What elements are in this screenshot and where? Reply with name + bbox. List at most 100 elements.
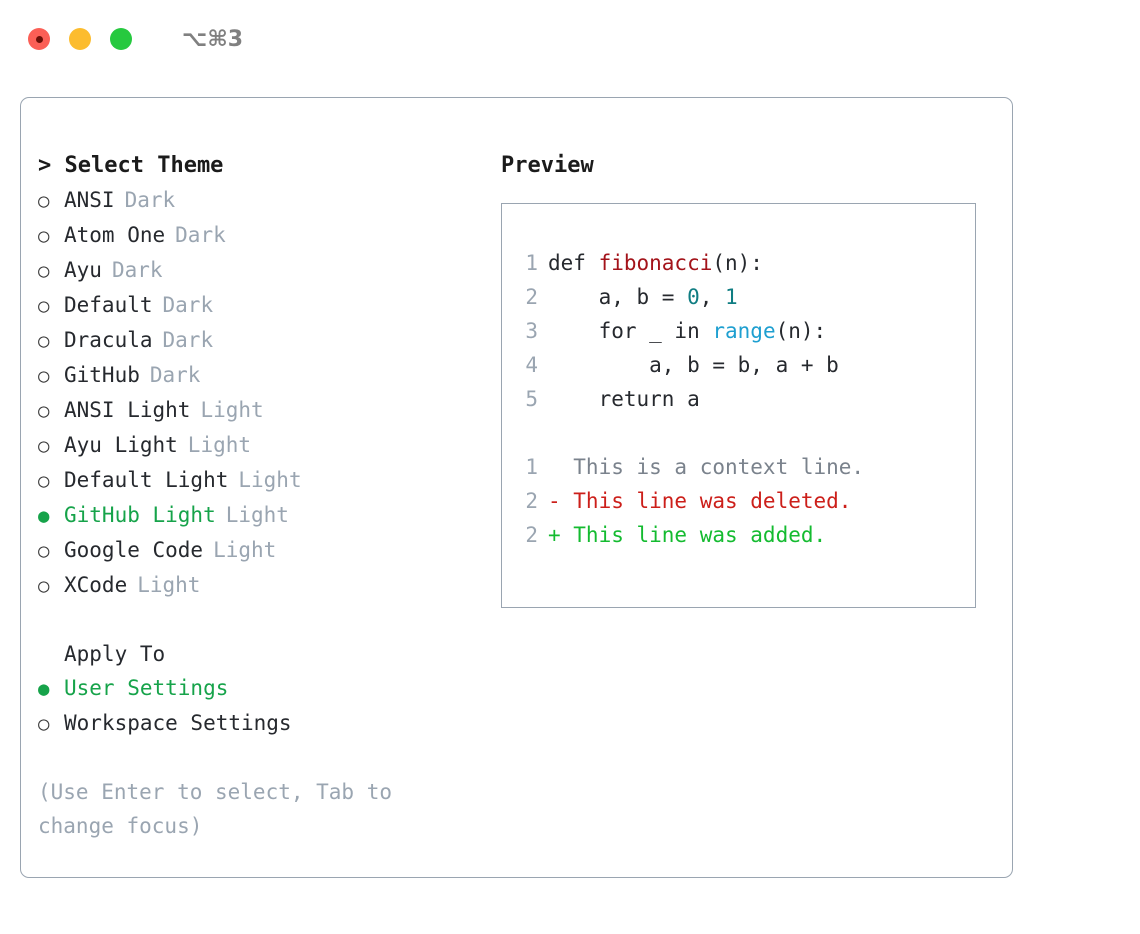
radio-unselected-icon: ○ (38, 365, 50, 387)
option-label: Dracula (64, 328, 153, 352)
option-tag: Dark (175, 223, 226, 247)
option-tag: Light (187, 433, 252, 457)
option-tag: Light (137, 573, 201, 597)
code-token: , (699, 285, 726, 309)
maximize-dot-icon[interactable] (110, 28, 132, 50)
option-tag: Dark (162, 328, 214, 352)
theme-option-5[interactable]: ○ GitHub Dark (38, 358, 478, 393)
code-token: 1 (725, 285, 738, 309)
radio-unselected-icon: ○ (38, 575, 50, 597)
line-number: 5 (525, 387, 538, 411)
option-label: User Settings (64, 676, 229, 700)
code-line-content: def fibonacci(n): (548, 246, 763, 280)
line-number: 2 (525, 523, 538, 547)
option-tag: Light (238, 468, 302, 492)
code-line-content: for _ in range(n): (548, 314, 827, 348)
option-tag: Dark (124, 188, 176, 212)
window-controls (28, 28, 132, 50)
line-number: 1 (525, 251, 538, 275)
option-label: XCode (64, 573, 128, 597)
radio-unselected-icon: ○ (38, 713, 50, 735)
minimize-dot-icon[interactable] (69, 28, 91, 50)
option-label: GitHub Light (64, 503, 216, 527)
line-number: 2 (525, 285, 538, 309)
code-diff-spacer (512, 416, 975, 450)
radio-unselected-icon: ○ (38, 435, 50, 457)
line-number: 1 (525, 455, 538, 479)
code-line-content: return a (548, 382, 700, 416)
code-line: 1 def fibonacci(n): (512, 246, 975, 280)
title-bar: ⌥⌘3 (0, 0, 1140, 78)
apply-to-option-1[interactable]: ○ Workspace Settings (38, 706, 478, 741)
option-label: Default Light (64, 468, 229, 492)
option-label: GitHub (64, 363, 140, 387)
diff-line: 2 - This line was deleted. (512, 484, 975, 518)
code-token: 0 (687, 285, 700, 309)
radio-unselected-icon: ○ (38, 295, 50, 317)
code-line-content: a, b = 0, 1 (548, 280, 738, 314)
apply-to-option-list: ● User Settings ○ Workspace Settings (38, 671, 478, 741)
radio-unselected-icon: ○ (38, 400, 50, 422)
radio-unselected-icon: ○ (38, 540, 50, 562)
radio-unselected-icon: ○ (38, 330, 50, 352)
theme-option-11[interactable]: ○ XCode Light (38, 568, 478, 603)
diff-line-content: + This line was added. (548, 523, 827, 547)
diff-line-content: This is a context line. (548, 455, 865, 479)
radio-selected-icon: ● (38, 505, 50, 527)
theme-option-7[interactable]: ○ Ayu Light Light (38, 428, 478, 463)
theme-option-9[interactable]: ● GitHub Light Light (38, 498, 478, 533)
option-tag: Light (200, 398, 264, 422)
option-label: ANSI Light (64, 398, 191, 422)
theme-option-4[interactable]: ○ Dracula Dark (38, 323, 478, 358)
line-number: 3 (525, 319, 538, 343)
radio-unselected-icon: ○ (38, 470, 50, 492)
theme-option-1[interactable]: ○ Atom One Dark (38, 218, 478, 253)
code-line-content: a, b = b, a + b (548, 348, 839, 382)
code-token: fibonacci (598, 251, 713, 275)
option-label: Ayu Light (64, 433, 178, 457)
line-number: 4 (525, 353, 538, 377)
radio-unselected-icon: ○ (38, 225, 50, 247)
radio-selected-icon: ● (38, 678, 50, 700)
code-token: (n): (712, 251, 763, 275)
code-line: 5 return a (512, 382, 975, 416)
option-tag: Dark (149, 363, 201, 387)
theme-option-2[interactable]: ○ Ayu Dark (38, 253, 478, 288)
radio-unselected-icon: ○ (38, 260, 50, 282)
theme-option-8[interactable]: ○ Default Light Light (38, 463, 478, 498)
code-token: (n): (775, 319, 827, 343)
option-tag: Dark (111, 258, 163, 282)
theme-option-6[interactable]: ○ ANSI Light Light (38, 393, 478, 428)
option-label: Workspace Settings (64, 711, 292, 735)
apply-to-section: Apply To ● User Settings ○ Workspace Settin… (38, 637, 478, 741)
option-label: Default (64, 293, 153, 317)
select-theme-heading: > Select Theme (38, 153, 224, 178)
preview-heading: Preview (501, 153, 594, 178)
option-label: ANSI (64, 188, 115, 212)
code-token: def (548, 251, 599, 275)
option-tag: Dark (162, 293, 214, 317)
theme-option-3[interactable]: ○ Default Dark (38, 288, 478, 323)
option-label: Atom One (64, 223, 166, 247)
code-token: range (712, 319, 776, 343)
diff-line-content: - This line was deleted. (548, 489, 852, 513)
option-tag: Light (213, 538, 277, 562)
apply-to-heading: Apply To (64, 642, 166, 666)
line-number: 2 (525, 489, 538, 513)
option-label: Ayu (64, 258, 102, 282)
keyboard-hint-text: (Use Enter to select, Tab to change focu… (38, 780, 393, 838)
close-dot-icon[interactable] (28, 28, 50, 50)
apply-to-option-0[interactable]: ● User Settings (38, 671, 478, 706)
diff-sample: 1 This is a context line. 2 - This line wa… (512, 450, 975, 552)
option-tag: Light (225, 503, 289, 527)
code-line: 4 a, b = b, a + b (512, 348, 975, 382)
